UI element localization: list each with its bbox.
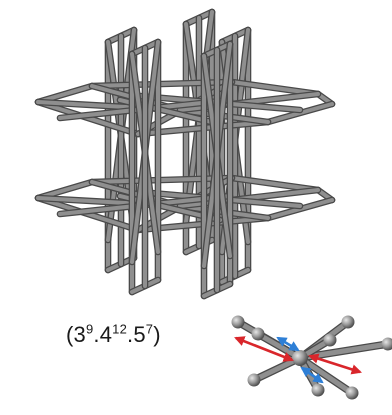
displacement-arrows: [234, 336, 362, 384]
node-atom-2: [381, 337, 392, 351]
blue-arrow-upper: [276, 336, 300, 352]
node-atom-0: [231, 315, 245, 329]
node-atom-4: [247, 373, 261, 387]
node-center-atom: [292, 350, 308, 366]
topology-symbol: (39.412.57): [66, 322, 161, 348]
sheet-bottom-rod-2: [228, 174, 322, 194]
node-atom-7: [323, 333, 337, 347]
symbol-term-2-base: .4: [93, 322, 113, 347]
symbol-term-3-base: .5: [127, 322, 146, 347]
node-atom-3: [341, 315, 355, 329]
symbol-term-1-base: 3: [73, 322, 86, 347]
blue-arrow-lower: [300, 366, 324, 384]
sheet-top-rod-2: [228, 78, 322, 98]
node-atom-1: [251, 327, 265, 341]
symbol-term-2-exp: 12: [112, 321, 128, 337]
red-arrow-left: [234, 336, 294, 362]
symbol-close-paren: ): [153, 322, 161, 347]
red-arrow-right: [308, 353, 362, 375]
symbol-open-paren: (: [66, 322, 74, 347]
node-atom-5: [345, 386, 359, 400]
stick-framework: [34, 8, 336, 300]
symbol-term-1-exp: 9: [85, 321, 94, 337]
symbol-term-3-exp: 7: [145, 321, 154, 337]
sheet-bottom-rod-1: [88, 174, 236, 186]
node-atom-6: [311, 383, 325, 397]
